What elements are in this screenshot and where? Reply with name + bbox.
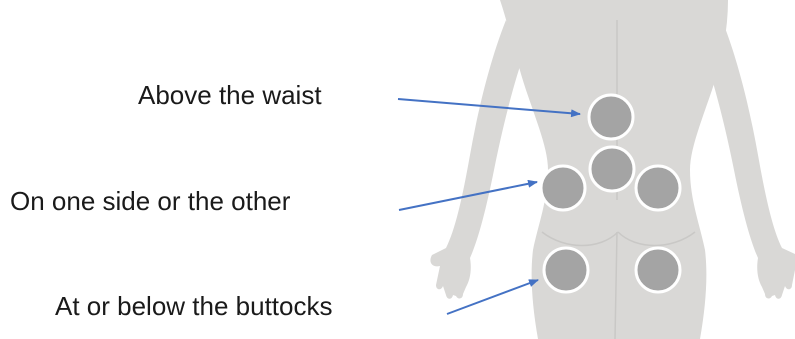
site-one-side-center — [590, 147, 634, 191]
site-one-side-left — [541, 166, 585, 210]
site-above-waist — [589, 95, 633, 139]
label-below-buttocks: At or below the buttocks — [55, 291, 332, 321]
site-below-buttocks-right — [636, 248, 680, 292]
label-above-waist: Above the waist — [138, 80, 322, 110]
label-one-side: On one side or the other — [10, 186, 290, 216]
site-below-buttocks-left — [544, 248, 588, 292]
site-one-side-right — [636, 166, 680, 210]
